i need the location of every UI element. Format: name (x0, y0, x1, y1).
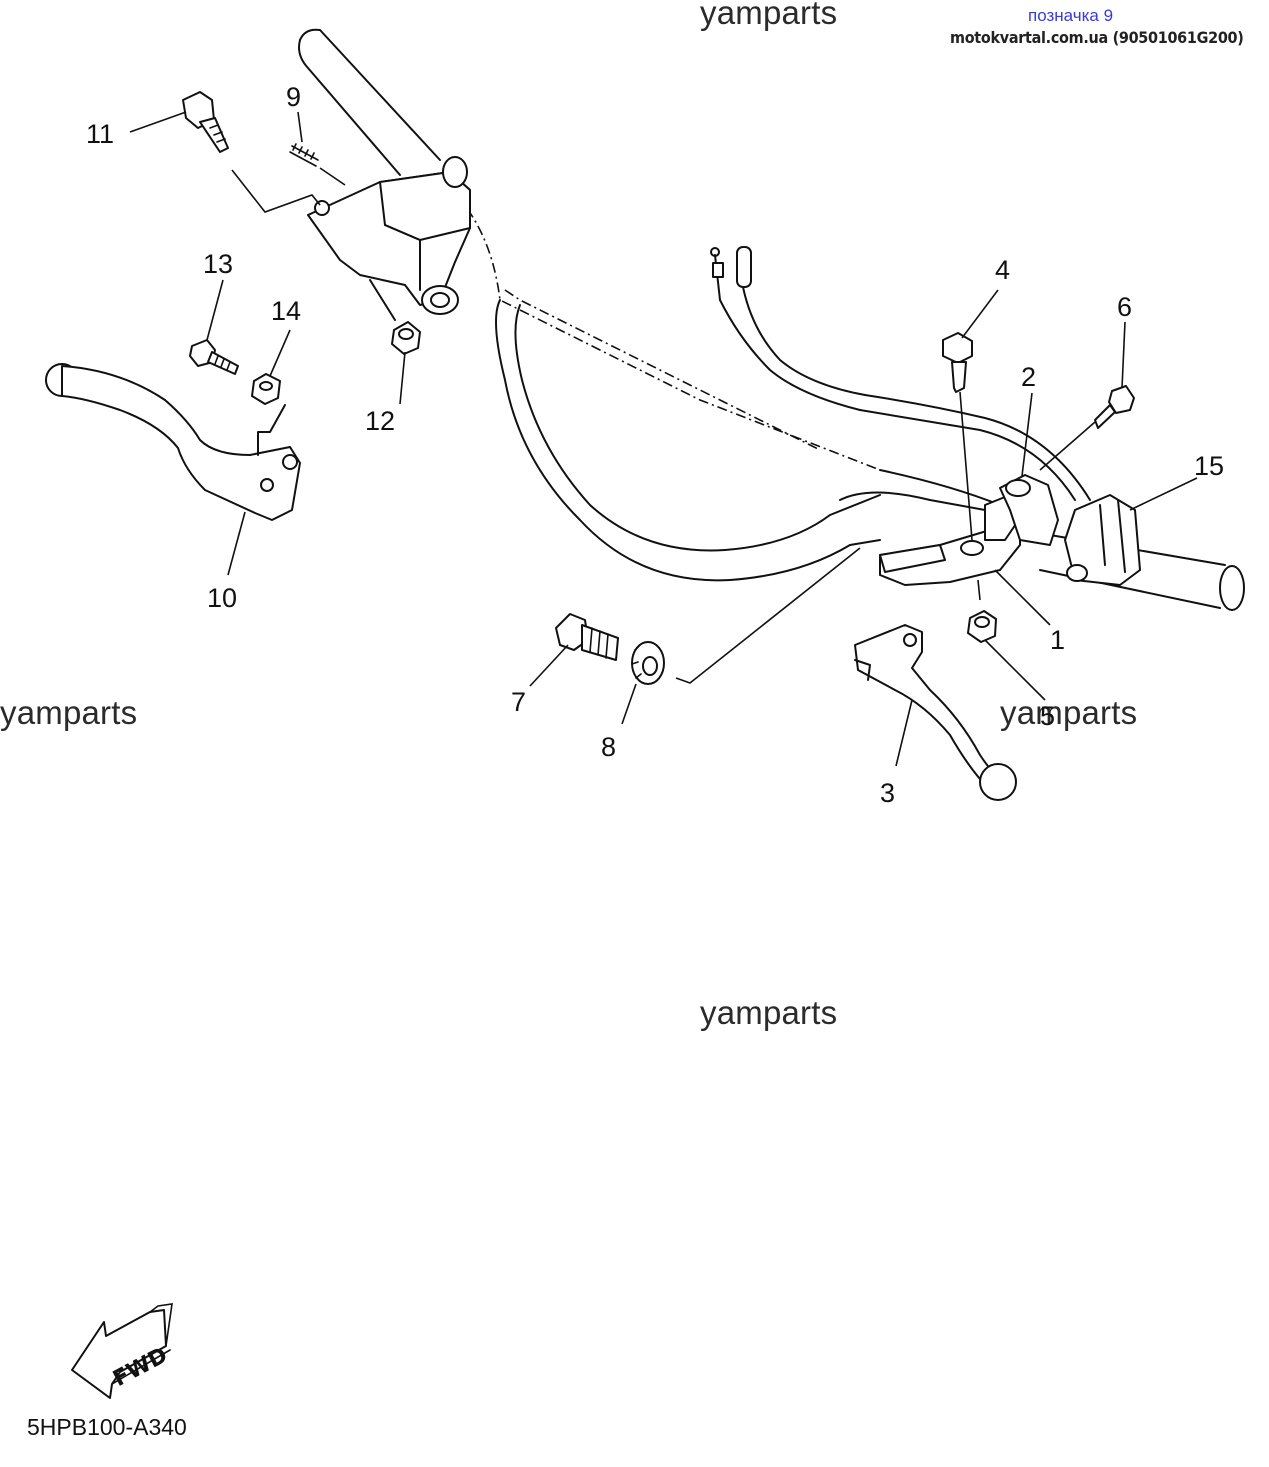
callout-9: 9 (286, 82, 301, 112)
callout-6: 6 (1117, 292, 1132, 322)
callout-11: 11 (86, 119, 114, 149)
callout-14: 14 (271, 296, 301, 326)
nut-12 (391, 321, 421, 355)
callout-numbers: 1 2 3 4 5 6 7 8 9 10 11 12 13 14 15 (86, 82, 1224, 808)
bookmark-link[interactable]: позначка 9 (1028, 6, 1114, 25)
master-cylinder (307, 156, 471, 321)
lever-holder-assembly (879, 474, 1059, 586)
callout-leaders (129, 111, 1198, 767)
fwd-direction-badge: FWD (71, 1303, 173, 1399)
callout-8: 8 (601, 732, 616, 762)
callout-5: 5 (1040, 701, 1055, 731)
callout-4: 4 (995, 255, 1010, 285)
watermark-left: yamparts (0, 694, 138, 731)
watermark-bottom: yamparts (700, 994, 838, 1031)
nut-14 (251, 373, 281, 405)
throttle-housing (1064, 494, 1141, 586)
callout-12: 12 (365, 406, 395, 436)
watermark-top: yamparts (700, 0, 838, 31)
left-lever (45, 363, 301, 521)
callout-3: 3 (880, 778, 895, 808)
callout-2: 2 (1021, 362, 1036, 392)
callout-7: 7 (511, 687, 526, 717)
callout-15: 15 (1194, 451, 1224, 481)
bolt-13 (189, 339, 239, 375)
bolt-4 (942, 332, 973, 541)
nut-5 (967, 579, 997, 643)
handlebar (298, 28, 1245, 684)
screw-9 (289, 143, 346, 186)
adjuster-7 (555, 613, 619, 661)
source-label: motokvartal.com.ua (90501061G200) (950, 28, 1244, 47)
bolt-11 (182, 91, 321, 213)
figure-code: 5HPB100-A340 (27, 1414, 187, 1440)
right-lever (854, 624, 1017, 801)
callout-13: 13 (203, 249, 233, 279)
wire-harness (710, 246, 1091, 501)
callout-1: 1 (1050, 625, 1065, 655)
watermark-right: yamparts (1000, 694, 1138, 731)
bolt-6 (1039, 385, 1135, 471)
callout-10: 10 (207, 583, 237, 613)
locknut-8 (631, 641, 665, 685)
